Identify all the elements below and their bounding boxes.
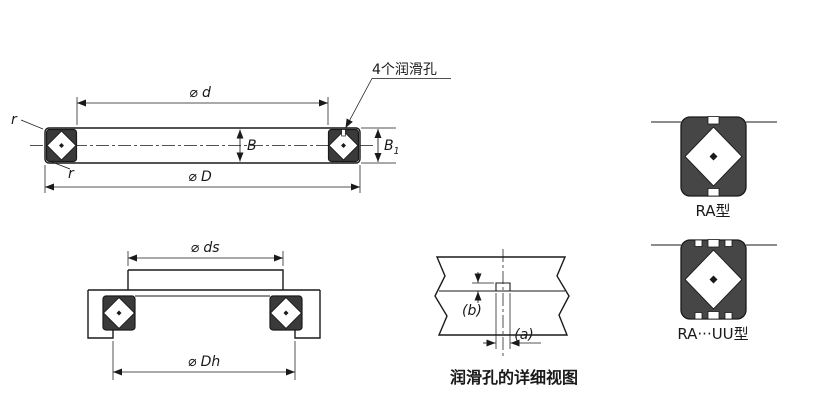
lubrication-hole-mark [341,129,346,137]
figure-mounted-section: ⌀ ds ⌀ Dh [87,240,321,380]
lube-holes-leader [345,78,451,129]
figure-cross-section: ⌀ d ⌀ D B B 1 r r 4个润滑孔 [11,61,451,193]
dim-label-ds: ⌀ ds [190,240,219,256]
rauu-center-dot [709,275,718,284]
mounted-right-center-dot [283,310,289,316]
dim-label-a: (a) [514,327,534,343]
ra-center-dot [709,152,718,161]
lube-holes-label: 4个润滑孔 [372,61,437,78]
dim-label-Dh: ⌀ Dh [188,354,221,370]
ring-outline [44,127,361,164]
rauu-top-seal-right [724,239,733,247]
rauu-type-label: RA···UU型 [677,325,748,343]
rauu-top-notch [707,239,720,248]
left-roller-center-dot [59,143,64,148]
figure-type-ra: RA型 [651,116,777,220]
right-roller-section [327,128,360,163]
ra-top-notch [707,116,720,125]
dim-label-d: ⌀ d [189,85,211,101]
rauu-bottom-seal-right [724,312,733,320]
detail-plate-outline [434,256,570,336]
dim-label-b: (b) [462,303,482,319]
figure-lube-hole-detail: (b) (a) 润滑孔的详细视图 [434,249,578,387]
radius-leader-top [20,119,44,130]
left-roller-section [45,128,78,163]
mounted-right-roller-section [269,295,303,331]
ra-type-label: RA型 [695,202,730,220]
dim-label-B1-subscript: 1 [394,146,400,157]
mounted-left-center-dot [116,310,122,316]
radius-leader-bottom [51,161,71,170]
rauu-bottom-seal-left [694,312,703,320]
figure-type-rauu: RA···UU型 [651,239,777,343]
mounted-left-roller-section [102,295,136,331]
rauu-bottom-notch [707,311,720,320]
shaft-boss-outline [127,269,284,290]
right-roller-center-dot [341,143,346,148]
housing-outline [87,289,321,339]
radius-label-top: r [11,112,18,128]
radius-label-bottom: r [68,166,75,182]
detail-caption: 润滑孔的详细视图 [450,368,578,387]
dim-label-D: ⌀ D [188,169,212,185]
dim-label-B1: B [384,138,394,154]
dim-label-B: B [247,138,257,154]
rauu-top-seal-left [694,239,703,247]
ra-bottom-notch [707,188,720,197]
